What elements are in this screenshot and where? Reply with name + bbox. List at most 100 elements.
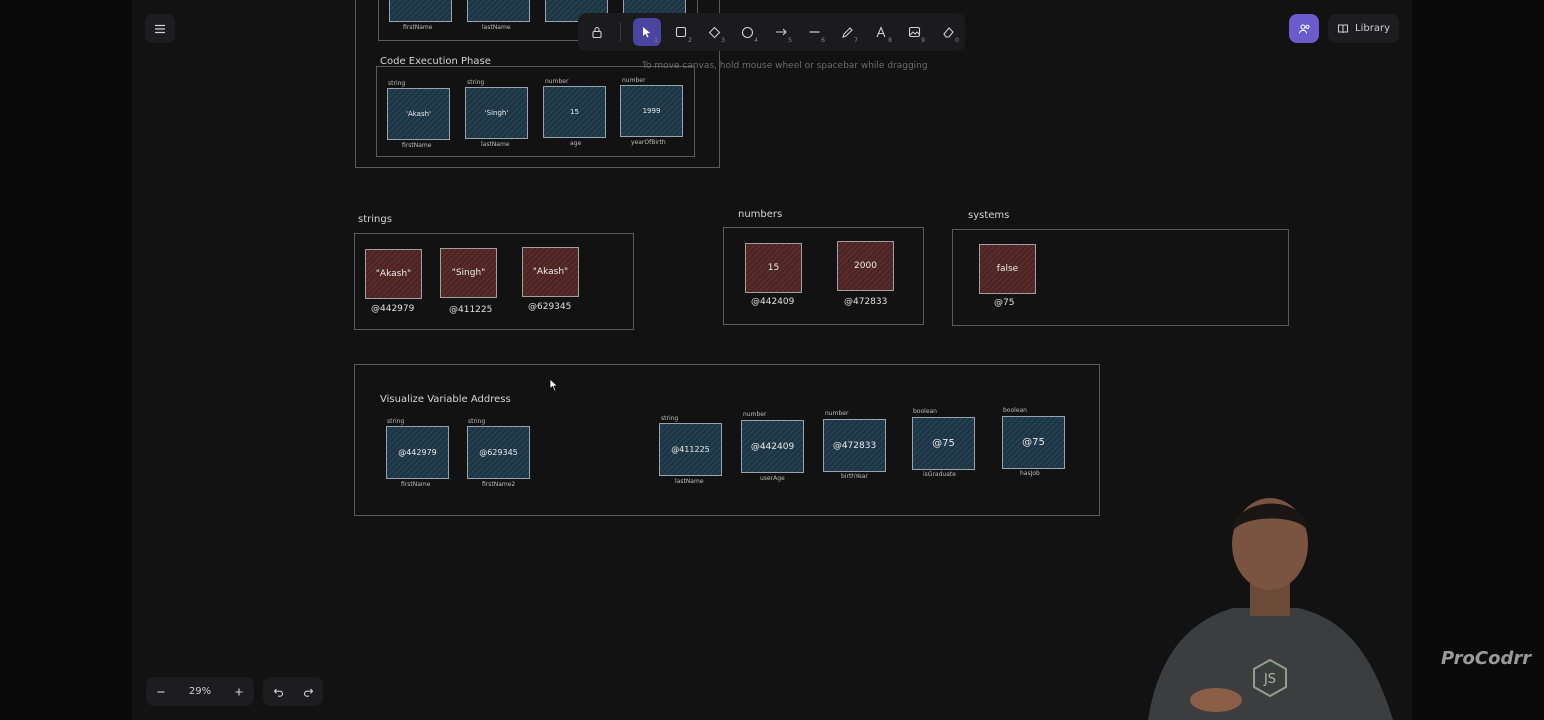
shortcut-key: 0	[955, 37, 959, 44]
code-execution-frame	[376, 66, 695, 157]
svg-text:JS: JS	[1263, 672, 1276, 687]
var-box	[389, 0, 452, 22]
shortcut-key: 5	[788, 37, 792, 44]
toolbar: 1 2 3 4 5 6 7 8 9 0	[578, 13, 965, 51]
image-icon	[908, 26, 920, 38]
var-box: 1999	[620, 85, 683, 137]
type-label: number	[743, 411, 767, 418]
top-memory-frame	[355, 0, 720, 168]
type-label: string	[467, 79, 485, 86]
undo-icon	[273, 688, 283, 697]
rectangle-icon	[675, 26, 687, 38]
diamond-tool[interactable]: 3	[700, 18, 728, 46]
var-name-label: firstName	[403, 24, 433, 31]
var-name-label: age	[570, 140, 582, 147]
lock-tool[interactable]	[583, 18, 611, 46]
var-box	[467, 0, 530, 22]
address-label: @442409	[751, 297, 795, 307]
var-name-label: firstName	[402, 142, 432, 149]
shortcut-key: 3	[721, 37, 725, 44]
address-label: @442979	[371, 304, 415, 314]
redo-icon	[303, 688, 313, 697]
shortcut-key: 9	[921, 37, 925, 44]
mouse-cursor-icon	[549, 378, 559, 392]
address-box: @472833	[823, 419, 886, 472]
var-name-label: yearOfBirth	[631, 139, 666, 146]
ellipse-icon	[741, 26, 753, 38]
number-value-box: 15	[745, 243, 802, 293]
address-box: @442979	[386, 426, 449, 479]
address-label: @411225	[449, 305, 493, 315]
shortcut-key: 7	[854, 37, 858, 44]
string-value-box: "Akash"	[522, 247, 579, 297]
image-tool[interactable]: 9	[900, 18, 928, 46]
var-name-label: firstName2	[482, 481, 516, 488]
address-label: @629345	[528, 302, 572, 312]
numbers-frame	[723, 227, 924, 325]
brand-watermark: ProCodrr	[1441, 648, 1532, 669]
zoom-in-button[interactable]	[224, 677, 254, 706]
ellipse-tool[interactable]: 4	[733, 18, 761, 46]
selection-tool[interactable]: 1	[633, 18, 661, 46]
rectangle-tool[interactable]: 2	[667, 18, 695, 46]
zoom-out-button[interactable]	[146, 677, 176, 706]
shortcut-key: 4	[754, 37, 758, 44]
drawing-canvas[interactable]	[132, 0, 1412, 720]
main-menu-button[interactable]	[145, 14, 175, 43]
strings-frame	[354, 233, 634, 330]
undo-button[interactable]	[263, 677, 293, 706]
type-label: boolean	[913, 408, 937, 415]
type-label: string	[388, 80, 406, 87]
hamburger-icon	[155, 24, 165, 33]
book-icon	[1338, 24, 1349, 33]
address-box: @411225	[659, 423, 722, 476]
shortcut-key: 8	[888, 37, 892, 44]
toolbar-separator	[620, 22, 621, 42]
systems-frame	[952, 229, 1289, 326]
selection-icon	[643, 27, 651, 38]
visualize-frame	[354, 364, 1100, 516]
boolean-value-box: false	[979, 244, 1036, 294]
text-tool[interactable]: 8	[867, 18, 895, 46]
arrow-icon	[775, 28, 787, 36]
line-icon	[809, 31, 819, 33]
var-name-label: hasJob	[1020, 470, 1040, 477]
var-name-label: lastName	[482, 24, 511, 31]
systems-title: systems	[968, 210, 1010, 221]
eraser-tool[interactable]: 0	[934, 18, 962, 46]
type-label: boolean	[1003, 407, 1027, 414]
collaborate-button[interactable]	[1289, 14, 1319, 43]
presenter-video: JS	[1148, 498, 1393, 720]
eraser-icon	[942, 27, 954, 38]
redo-button[interactable]	[293, 677, 323, 706]
canvas-hint: To move canvas, hold mouse wheel or spac…	[642, 61, 928, 71]
var-name-label: isGraduate	[923, 471, 956, 478]
address-box: @75	[1002, 416, 1065, 469]
strings-title: strings	[358, 214, 392, 225]
var-box: 15	[543, 86, 606, 138]
address-box: @629345	[467, 426, 530, 479]
zoom-controls: 29%	[146, 677, 254, 706]
shortcut-key: 6	[821, 37, 825, 44]
line-tool[interactable]: 6	[800, 18, 828, 46]
string-value-box: "Singh"	[440, 248, 497, 298]
var-box: 'Akash'	[387, 88, 450, 140]
lock-icon	[592, 26, 602, 38]
minus-icon	[157, 690, 165, 693]
shortcut-key: 1	[654, 37, 658, 44]
text-icon	[876, 26, 886, 38]
pencil-tool[interactable]: 7	[833, 18, 861, 46]
users-icon	[1298, 24, 1310, 34]
address-box: @75	[912, 417, 975, 470]
var-name-label: userAge	[760, 475, 785, 482]
type-label: number	[825, 410, 849, 417]
visualize-title: Visualize Variable Address	[380, 394, 511, 405]
address-box: @442409	[741, 420, 804, 473]
type-label: string	[387, 418, 405, 425]
library-button[interactable]: Library	[1328, 14, 1399, 43]
arrow-tool[interactable]: 5	[767, 18, 795, 46]
code-execution-title: Code Execution Phase	[380, 56, 491, 67]
zoom-reset-button[interactable]: 29%	[188, 686, 212, 697]
numbers-title: numbers	[738, 209, 783, 220]
diamond-icon	[708, 26, 720, 38]
